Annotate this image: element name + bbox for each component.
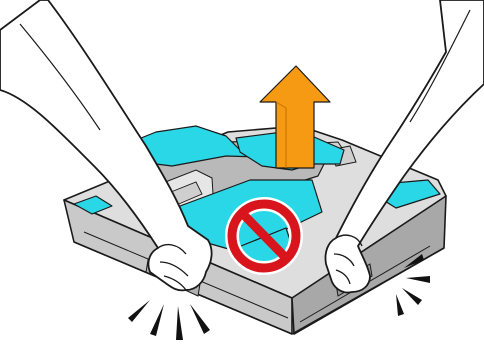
click-burst-icon-left xyxy=(128,300,210,340)
